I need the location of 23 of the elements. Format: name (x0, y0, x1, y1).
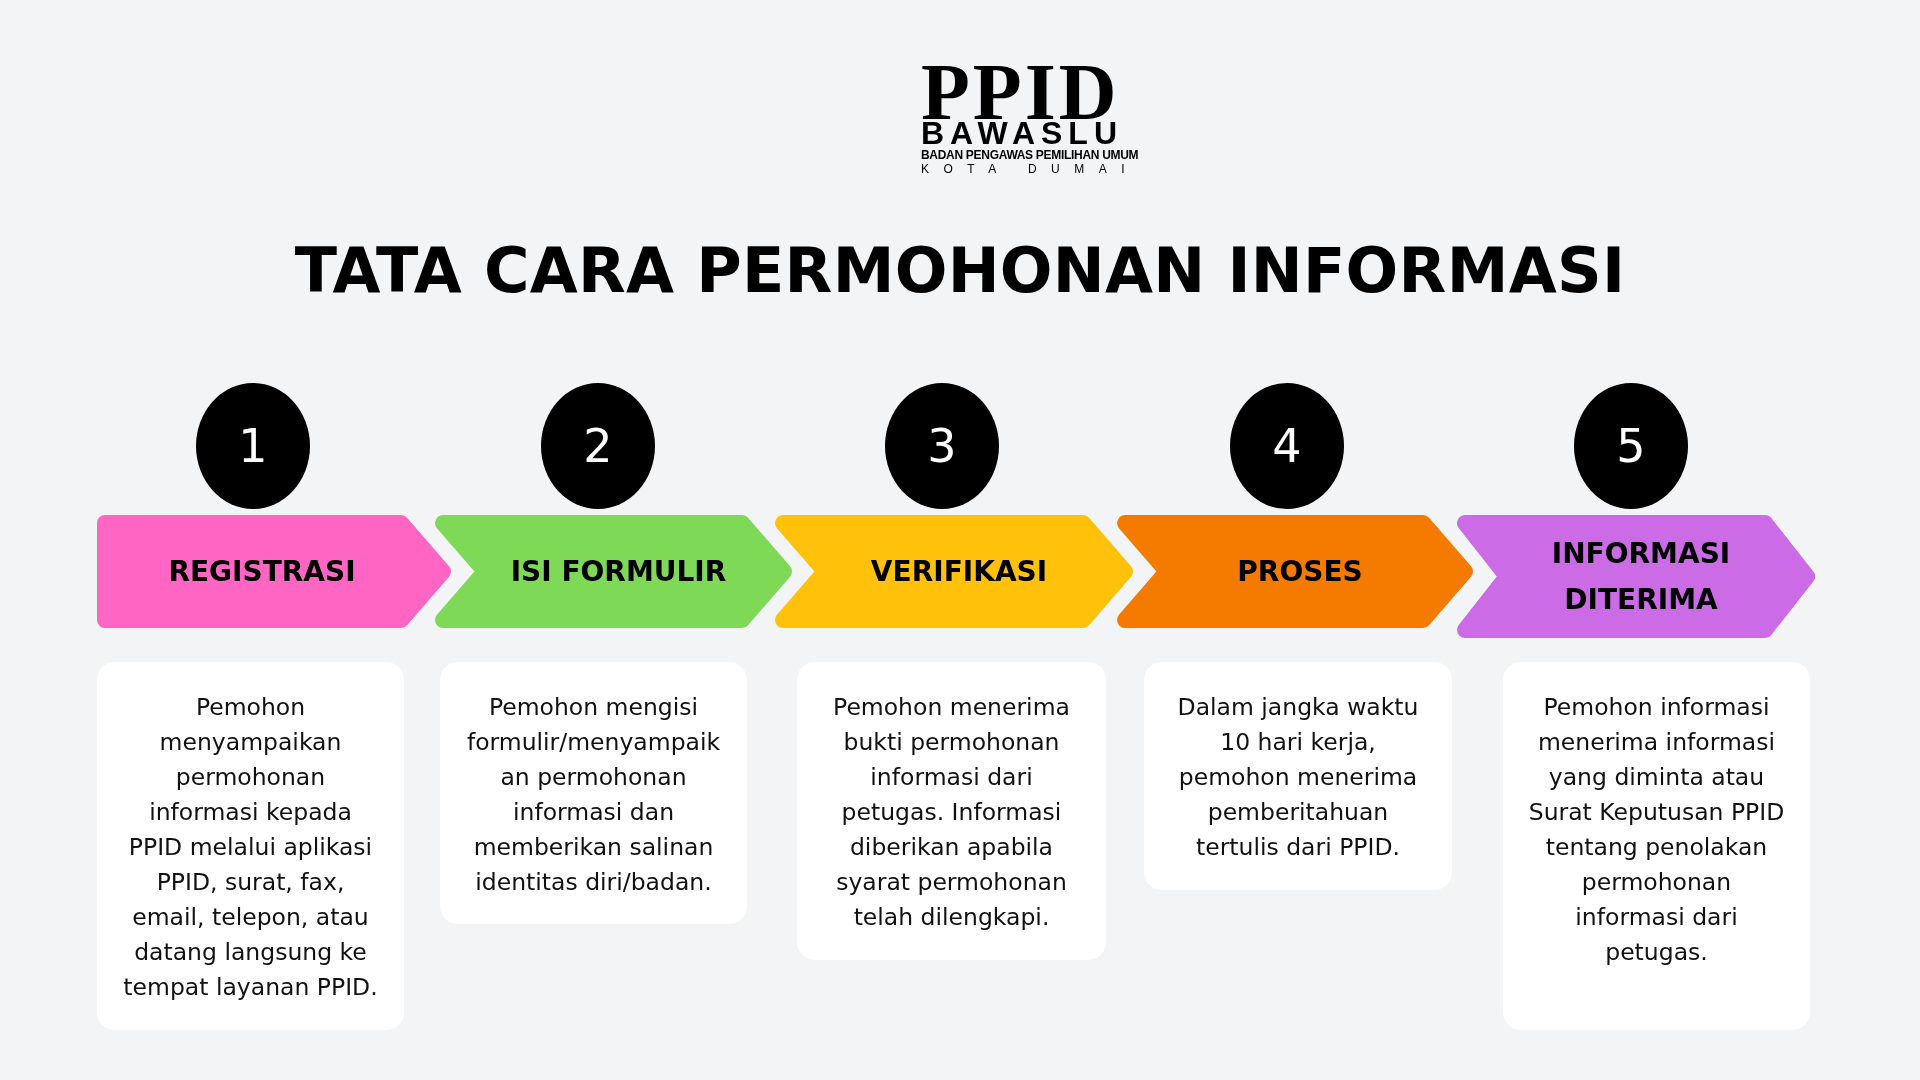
step-description: Pemohon informasi menerima informasi yang diminta atau Surat Keputusan PPID tentang penolakan permohonan informasi dari petugas. (1527, 692, 1786, 968)
header-city: KOTA DUMAI (921, 163, 1140, 175)
step-number: 5 (1616, 420, 1646, 472)
step-description: Pemohon mengisi formulir/menyampaikan permohonan informasi dan memberikan salinan identitas diri/badan. (465, 692, 722, 898)
header-subtitle: BADAN PENGAWAS PEMILIHAN UMUM (921, 149, 1139, 162)
step-banner (435, 515, 792, 628)
step-title: VERIFIKASI (870, 553, 1048, 590)
step-number: 2 (583, 420, 613, 472)
step-description: Pemohon menerima bukti permohonan informasi dari petugas. Informasi diberikan apabila syarat permohonan telah dilengkapi. (832, 692, 1071, 933)
title: TATA CARA PERMOHONAN INFORMASI (294, 234, 1626, 308)
step-title: REGISTRASI (168, 553, 356, 590)
step-number: 4 (1272, 420, 1302, 472)
step-banner (1457, 515, 1815, 638)
step-description: Pemohon menyampaikan permohonan informasi kepada PPID melalui aplikasi PPID, surat, fax, email, telepon, atau datang langsung ke tempat layanan PPID. (122, 692, 379, 1003)
step-title: ISI FORMULIR (510, 553, 727, 590)
step-title: PROSES (1237, 553, 1363, 590)
step-banner (1117, 515, 1473, 628)
step-banner (775, 515, 1133, 628)
step-description: Dalam jangka waktu 10 hari kerja, pemohon menerima pemberitahuan tertulis dari PPID. (1176, 692, 1420, 863)
step-number: 3 (927, 420, 957, 472)
step-number: 1 (238, 420, 268, 472)
step-banner (97, 515, 451, 628)
step-title: INFORMASI DITERIMA (1550, 535, 1732, 618)
